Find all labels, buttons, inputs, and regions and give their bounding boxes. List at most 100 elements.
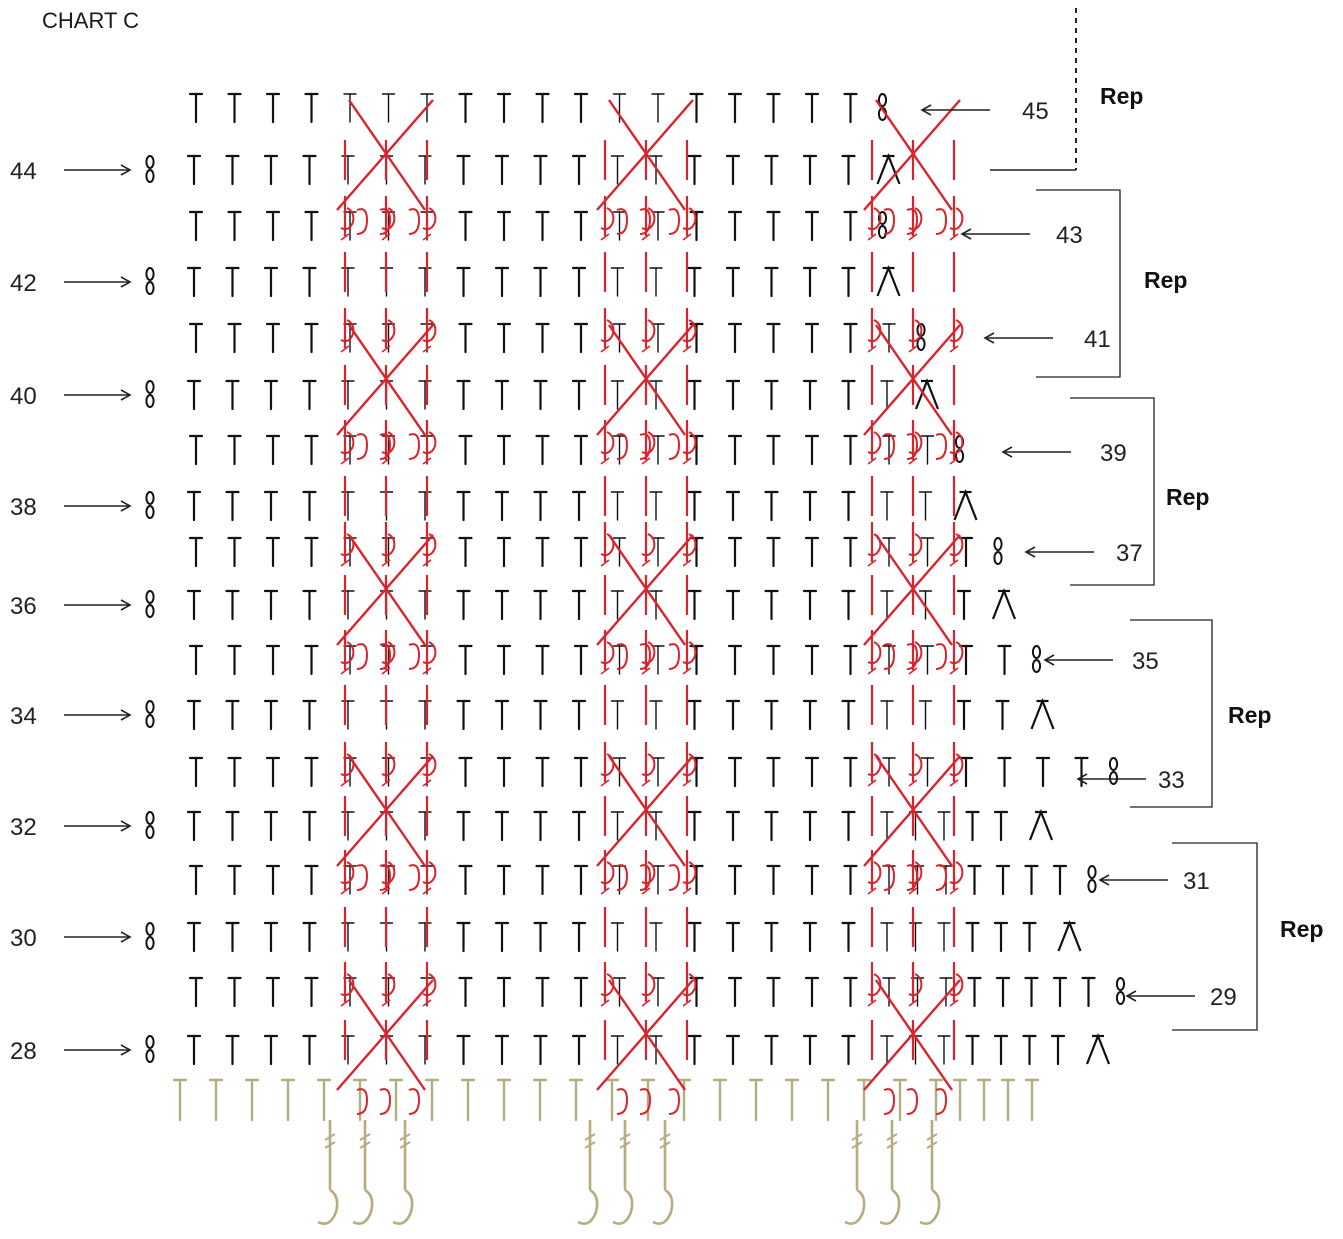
stitch-symbol bbox=[533, 266, 548, 298]
cable-hook bbox=[883, 864, 896, 891]
foundation-tick bbox=[886, 1133, 898, 1141]
row-arrow-left bbox=[1043, 654, 1113, 666]
stitch-symbol bbox=[532, 1078, 548, 1122]
row-arrow-left bbox=[1024, 546, 1094, 558]
foundation-hook bbox=[577, 1188, 599, 1225]
stitch-symbol bbox=[571, 154, 587, 186]
row-arrow-right bbox=[64, 709, 132, 721]
stitch-symbol bbox=[841, 490, 856, 522]
foundation-hook bbox=[392, 1188, 414, 1225]
stitch-symbol bbox=[458, 92, 473, 124]
cable-tick bbox=[641, 457, 651, 465]
cable-cross bbox=[596, 99, 694, 211]
cable-hook bbox=[908, 861, 923, 885]
stitch-symbol bbox=[804, 210, 820, 242]
cable-cross bbox=[875, 99, 953, 211]
stitch-symbol bbox=[381, 93, 396, 123]
stitch-symbol bbox=[533, 810, 548, 842]
row-number-right: 45 bbox=[1022, 98, 1049, 125]
cable-hook bbox=[908, 431, 923, 455]
stitch-symbol bbox=[456, 589, 471, 621]
cable-cross bbox=[875, 324, 953, 436]
stitch-symbol bbox=[535, 210, 550, 242]
stitch-symbol bbox=[918, 491, 933, 521]
row-number-left: 34 bbox=[10, 703, 37, 730]
cable-cross bbox=[596, 755, 694, 867]
stitch-symbol bbox=[496, 210, 512, 242]
cable-tick bbox=[641, 779, 651, 787]
stitch-symbol bbox=[188, 976, 204, 1008]
row-number-left: 36 bbox=[10, 593, 37, 620]
stitch-symbol bbox=[766, 322, 781, 354]
cable-tick bbox=[422, 999, 432, 1007]
stitch-symbol bbox=[804, 976, 820, 1008]
stitch-symbol bbox=[725, 154, 741, 186]
stitch-symbol bbox=[649, 267, 663, 297]
cable-hook bbox=[668, 643, 681, 670]
stitch-symbol bbox=[976, 1078, 992, 1122]
stitch-symbol bbox=[263, 589, 279, 621]
stitch-symbol bbox=[651, 435, 665, 465]
cable-hook bbox=[616, 208, 629, 235]
foundation-posts bbox=[317, 1120, 414, 1225]
stitch-symbol bbox=[804, 756, 820, 788]
stitch-symbol bbox=[610, 491, 625, 521]
cable-hook bbox=[381, 207, 396, 231]
cable-hook bbox=[867, 753, 882, 777]
stitch-symbol bbox=[533, 589, 548, 621]
foundation-tick bbox=[619, 1133, 631, 1141]
cable-hook bbox=[381, 973, 396, 997]
stitch-symbol bbox=[766, 210, 781, 242]
stitch-symbol bbox=[841, 1034, 856, 1066]
stitch-symbol bbox=[456, 154, 471, 186]
cable-tick bbox=[641, 667, 651, 675]
cable-cross bbox=[336, 755, 434, 867]
stitch-symbol bbox=[687, 1034, 702, 1066]
stitch-symbol bbox=[612, 93, 627, 123]
stitch-symbol bbox=[967, 976, 982, 1008]
stitch-symbol bbox=[908, 1035, 923, 1065]
foundation-hook bbox=[919, 1188, 941, 1225]
cable-hook bbox=[883, 643, 896, 670]
stitch-symbol bbox=[227, 976, 242, 1008]
decrease-symbol bbox=[914, 377, 940, 410]
cable-cross bbox=[875, 979, 953, 1091]
cable-hook bbox=[600, 641, 615, 665]
cable-tick bbox=[867, 559, 877, 567]
cable-hook bbox=[379, 433, 392, 460]
stitch-symbol bbox=[496, 322, 512, 354]
stitch-symbol bbox=[302, 921, 317, 953]
stitch-symbol bbox=[958, 536, 974, 568]
cable-tick bbox=[867, 457, 877, 465]
stitch-symbol bbox=[841, 699, 856, 731]
stitch-symbol bbox=[225, 1034, 240, 1066]
cable-tick bbox=[600, 559, 610, 567]
cable-cross bbox=[608, 324, 686, 436]
cable-hook bbox=[379, 643, 392, 670]
foundation-tick bbox=[584, 1133, 596, 1141]
stitch-symbol bbox=[993, 1034, 1009, 1066]
stitch-symbol bbox=[494, 490, 510, 522]
stitch-symbol bbox=[573, 756, 589, 788]
cable-hook bbox=[908, 207, 923, 231]
row-arrow-right bbox=[64, 500, 132, 512]
chain-symbol bbox=[145, 700, 155, 728]
stitch-symbol bbox=[186, 266, 202, 298]
stitch-symbol bbox=[458, 536, 473, 568]
cable-hook bbox=[935, 433, 948, 460]
stitch-symbol bbox=[424, 1078, 440, 1122]
stitch-symbol bbox=[494, 154, 510, 186]
stitch-symbol bbox=[956, 589, 972, 621]
stitch-symbol bbox=[535, 976, 550, 1008]
stitch-symbol bbox=[186, 490, 202, 522]
cable-tick bbox=[340, 559, 350, 567]
stitch-symbol bbox=[993, 921, 1009, 953]
stitch-symbol bbox=[302, 699, 317, 731]
stitch-symbol bbox=[687, 589, 702, 621]
stitch-symbol bbox=[725, 699, 741, 731]
cable-tick bbox=[949, 999, 959, 1007]
cable-tick bbox=[381, 667, 391, 675]
stitch-symbol bbox=[496, 864, 512, 896]
cable-hook bbox=[340, 431, 355, 455]
stitch-symbol bbox=[1035, 756, 1051, 788]
